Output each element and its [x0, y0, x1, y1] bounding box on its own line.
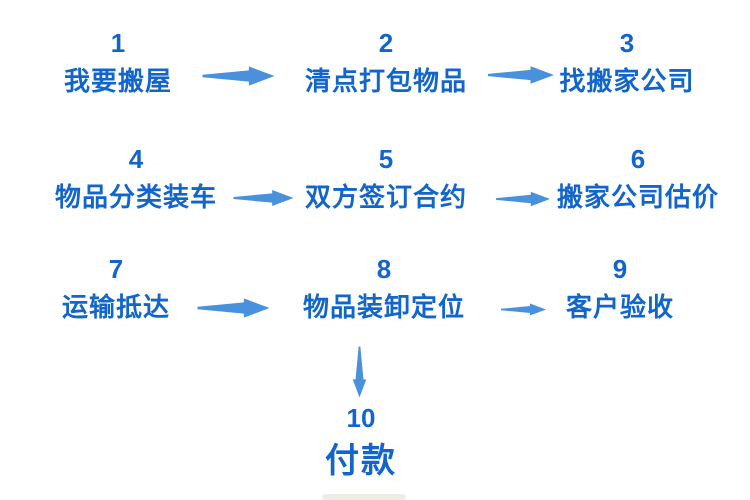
step-label: 找搬家公司	[559, 66, 695, 96]
step-label: 物品装卸定位	[302, 292, 466, 322]
step-number: 6	[630, 144, 646, 174]
step-5: 5 双方签订合约	[305, 146, 467, 210]
step-number: 1	[110, 28, 126, 58]
step-10: 10 付款	[325, 405, 397, 478]
arrow-right-icon-7-8	[197, 298, 270, 318]
step-7: 7 运输抵达	[62, 256, 170, 320]
step-3: 3 找搬家公司	[559, 30, 694, 94]
step-1: 1 我要搬屋	[64, 30, 172, 94]
step-number: 4	[128, 144, 144, 174]
step-number: 3	[619, 28, 635, 58]
step-label: 双方签订合约	[304, 182, 468, 212]
step-label: 付款	[325, 442, 397, 480]
step-label: 搬家公司估价	[556, 182, 720, 212]
step-number: 10	[346, 403, 376, 433]
step-label: 清点打包物品	[304, 66, 468, 96]
step-label: 我要搬屋	[63, 66, 173, 96]
step-6: 6 搬家公司估价	[557, 146, 719, 210]
step-label: 运输抵达	[61, 292, 171, 322]
step-8: 8 物品装卸定位	[303, 256, 465, 320]
arrow-right-icon-8-9	[501, 303, 546, 316]
cutoff-bottom-fragment	[322, 494, 406, 500]
step-label: 客户验收	[565, 292, 675, 322]
step-number: 2	[378, 28, 394, 58]
step-number: 7	[108, 254, 124, 284]
arrow-down-icon-8-10	[352, 346, 367, 398]
arrow-right-icon-2-3	[488, 66, 554, 84]
step-4: 4 物品分类装车	[55, 146, 217, 210]
step-number: 5	[378, 144, 394, 174]
arrow-right-icon-4-5	[233, 190, 294, 206]
arrow-right-icon-1-2	[202, 66, 275, 86]
step-2: 2 清点打包物品	[305, 30, 467, 94]
step-number: 8	[376, 254, 392, 284]
step-number: 9	[612, 254, 628, 284]
arrow-right-icon-5-6	[496, 191, 550, 207]
step-label: 物品分类装车	[54, 182, 218, 212]
step-9: 9 客户验收	[566, 256, 674, 320]
